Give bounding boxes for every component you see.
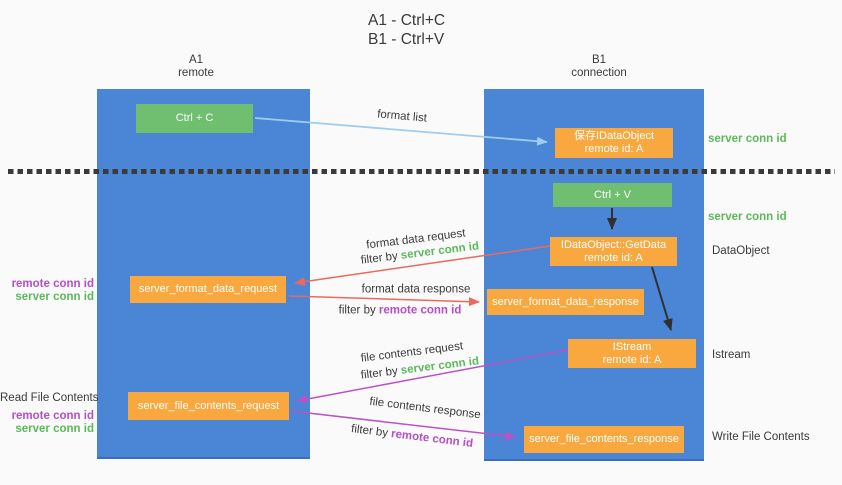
column-a1-subtitle: remote — [178, 67, 214, 79]
annotation-read-file-contents: Read File Contents — [0, 392, 99, 404]
node-istream-line2: remote id: A — [602, 353, 662, 366]
label-format-data-response: format data response — [361, 283, 471, 296]
annotation-server-conn-id-mid: server conn id — [708, 211, 787, 223]
node-istream-line1: IStream — [612, 340, 652, 353]
annotation-remote-conn-id-1: remote conn id — [11, 278, 94, 290]
diagram-title: A1 - Ctrl+C B1 - Ctrl+V — [368, 11, 445, 49]
node-ctrl-v-label: Ctrl + V — [594, 188, 631, 201]
arrow-format-data-response — [288, 295, 480, 307]
node-server-format-data-response: server_format_data_response — [487, 289, 644, 315]
node-format-response-label: server_format_data_response — [492, 295, 639, 308]
node-idataobject-getdata: IDataObject::GetData remote id: A — [550, 237, 677, 266]
node-ctrl-c-label: Ctrl + C — [175, 112, 214, 124]
label-file-contents-response: file contents response — [368, 395, 482, 422]
label-filter-by-remote-conn-id-1: filter by remote conn id — [338, 304, 462, 317]
node-ctrl-c: Ctrl + C — [136, 104, 253, 133]
node-ctrl-v: Ctrl + V — [553, 183, 672, 207]
node-getdata-line2: remote id: A — [584, 251, 643, 264]
node-server-file-contents-response: server_file_contents_response — [524, 426, 684, 453]
annotation-write-file-contents: Write File Contents — [712, 431, 810, 443]
node-istream: IStream remote id: A — [568, 339, 696, 368]
annotation-server-conn-id-top: server conn id — [708, 133, 787, 145]
annotation-istream: Istream — [712, 349, 751, 361]
node-save-line1: 保存IDataObject — [573, 130, 655, 142]
column-header-b1: B1 connection — [549, 54, 649, 80]
title-line-2: B1 - Ctrl+V — [368, 31, 445, 48]
column-header-a1: A1 remote — [146, 54, 246, 80]
node-server-format-data-request: server_format_data_request — [130, 276, 286, 303]
node-server-file-contents-request: server_file_contents_request — [128, 392, 289, 420]
label-filter-by-remote-conn-id-2: filter by remote conn id — [350, 423, 474, 450]
title-line-1: A1 - Ctrl+C — [368, 12, 446, 29]
node-getdata-line1: IDataObject::GetData — [560, 238, 667, 251]
dotted-separator-line — [8, 169, 835, 174]
node-save-line2: remote id: A — [584, 143, 644, 155]
column-b1-subtitle: connection — [571, 67, 627, 79]
node-save-idataobject: 保存IDataObject remote id: A — [555, 128, 673, 158]
column-b1-name: B1 — [591, 54, 607, 66]
annotation-dataobject: DataObject — [712, 245, 770, 257]
node-file-response-label: server_file_contents_response — [529, 433, 679, 445]
annotation-server-conn-id-1: server conn id — [15, 291, 94, 303]
node-format-request-label: server_format_data_request — [138, 283, 278, 295]
node-file-request-label: server_file_contents_request — [137, 399, 280, 412]
label-format-list: format list — [376, 108, 428, 125]
column-a1-name: A1 — [188, 54, 204, 66]
annotation-server-conn-id-2: server conn id — [15, 423, 94, 435]
annotation-remote-conn-id-2: remote conn id — [11, 410, 94, 422]
